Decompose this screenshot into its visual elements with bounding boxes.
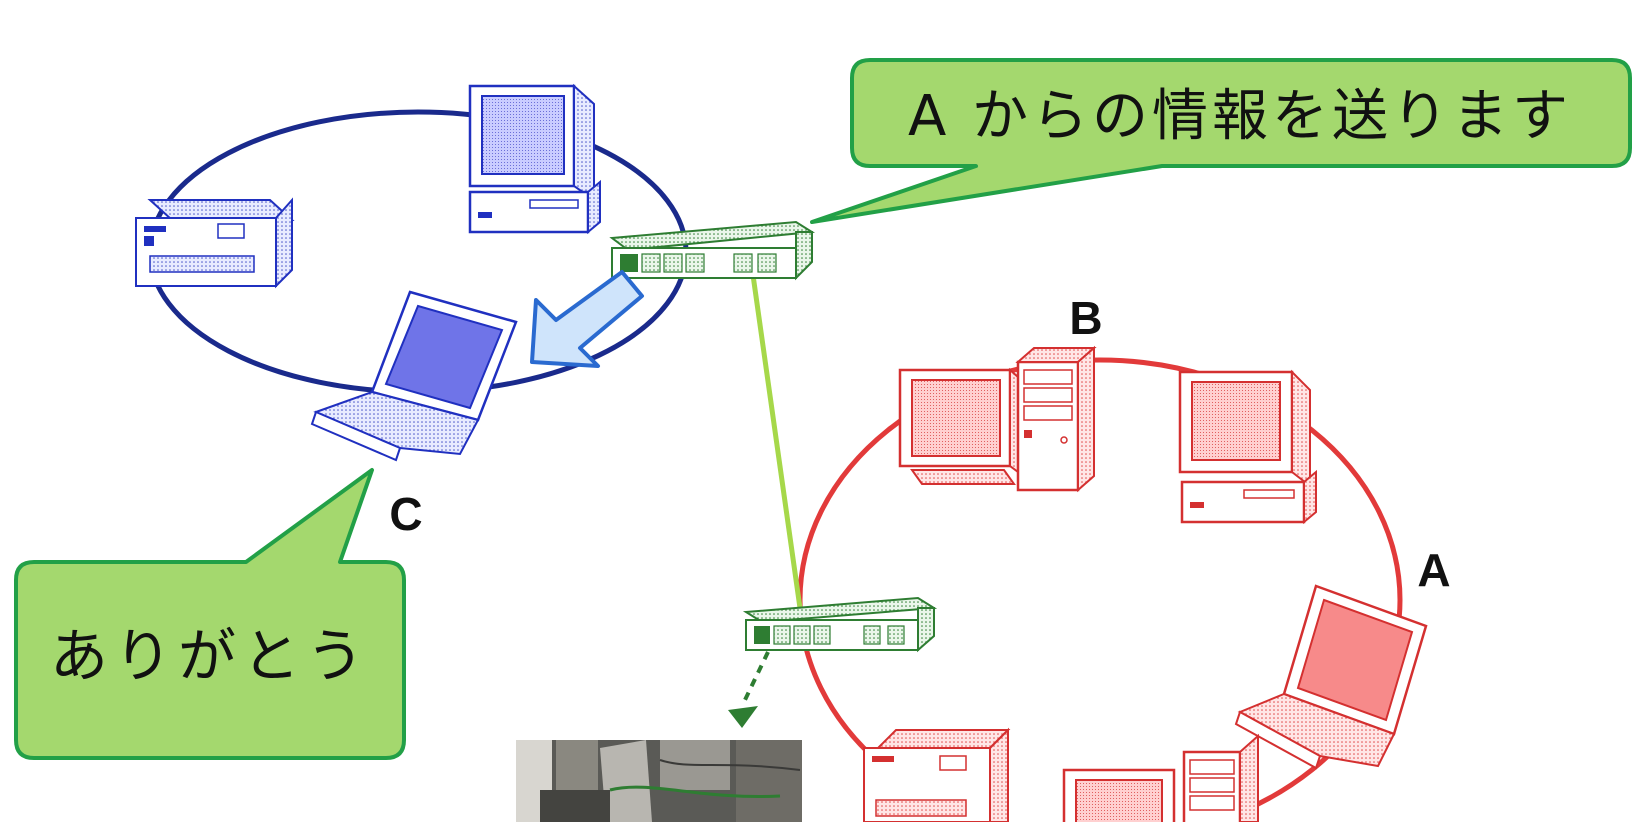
printer-icon (135, 197, 295, 289)
desktop-computer-b-icon (898, 345, 1097, 493)
network-switch-bottom-icon (742, 596, 938, 653)
transfer-arrow-icon (530, 270, 644, 368)
callout-thanks: ありがとう (14, 468, 406, 760)
printer-red-icon (863, 727, 1011, 822)
laptop-a-icon (1234, 584, 1428, 770)
desktop-computer-icon (468, 83, 601, 235)
node-label-a: A (1417, 544, 1450, 596)
node-label-c: C (389, 488, 422, 540)
equipment-photo (516, 740, 802, 822)
uplink-cable (749, 267, 803, 609)
dashed-link (742, 651, 770, 703)
desktop-computer-bottom-icon (1062, 733, 1259, 822)
callout-thanks-text: ありがとう (50, 622, 370, 690)
callout-send: A からの情報を送ります (810, 58, 1632, 224)
callout-send-text: A からの情報を送ります (908, 84, 1572, 149)
link-arrowhead (728, 706, 758, 728)
node-label-b: B (1069, 292, 1102, 344)
laptop-c-icon (310, 290, 518, 462)
network-switch-top-icon (609, 220, 816, 281)
desktop-computer-right-icon (1178, 369, 1317, 525)
